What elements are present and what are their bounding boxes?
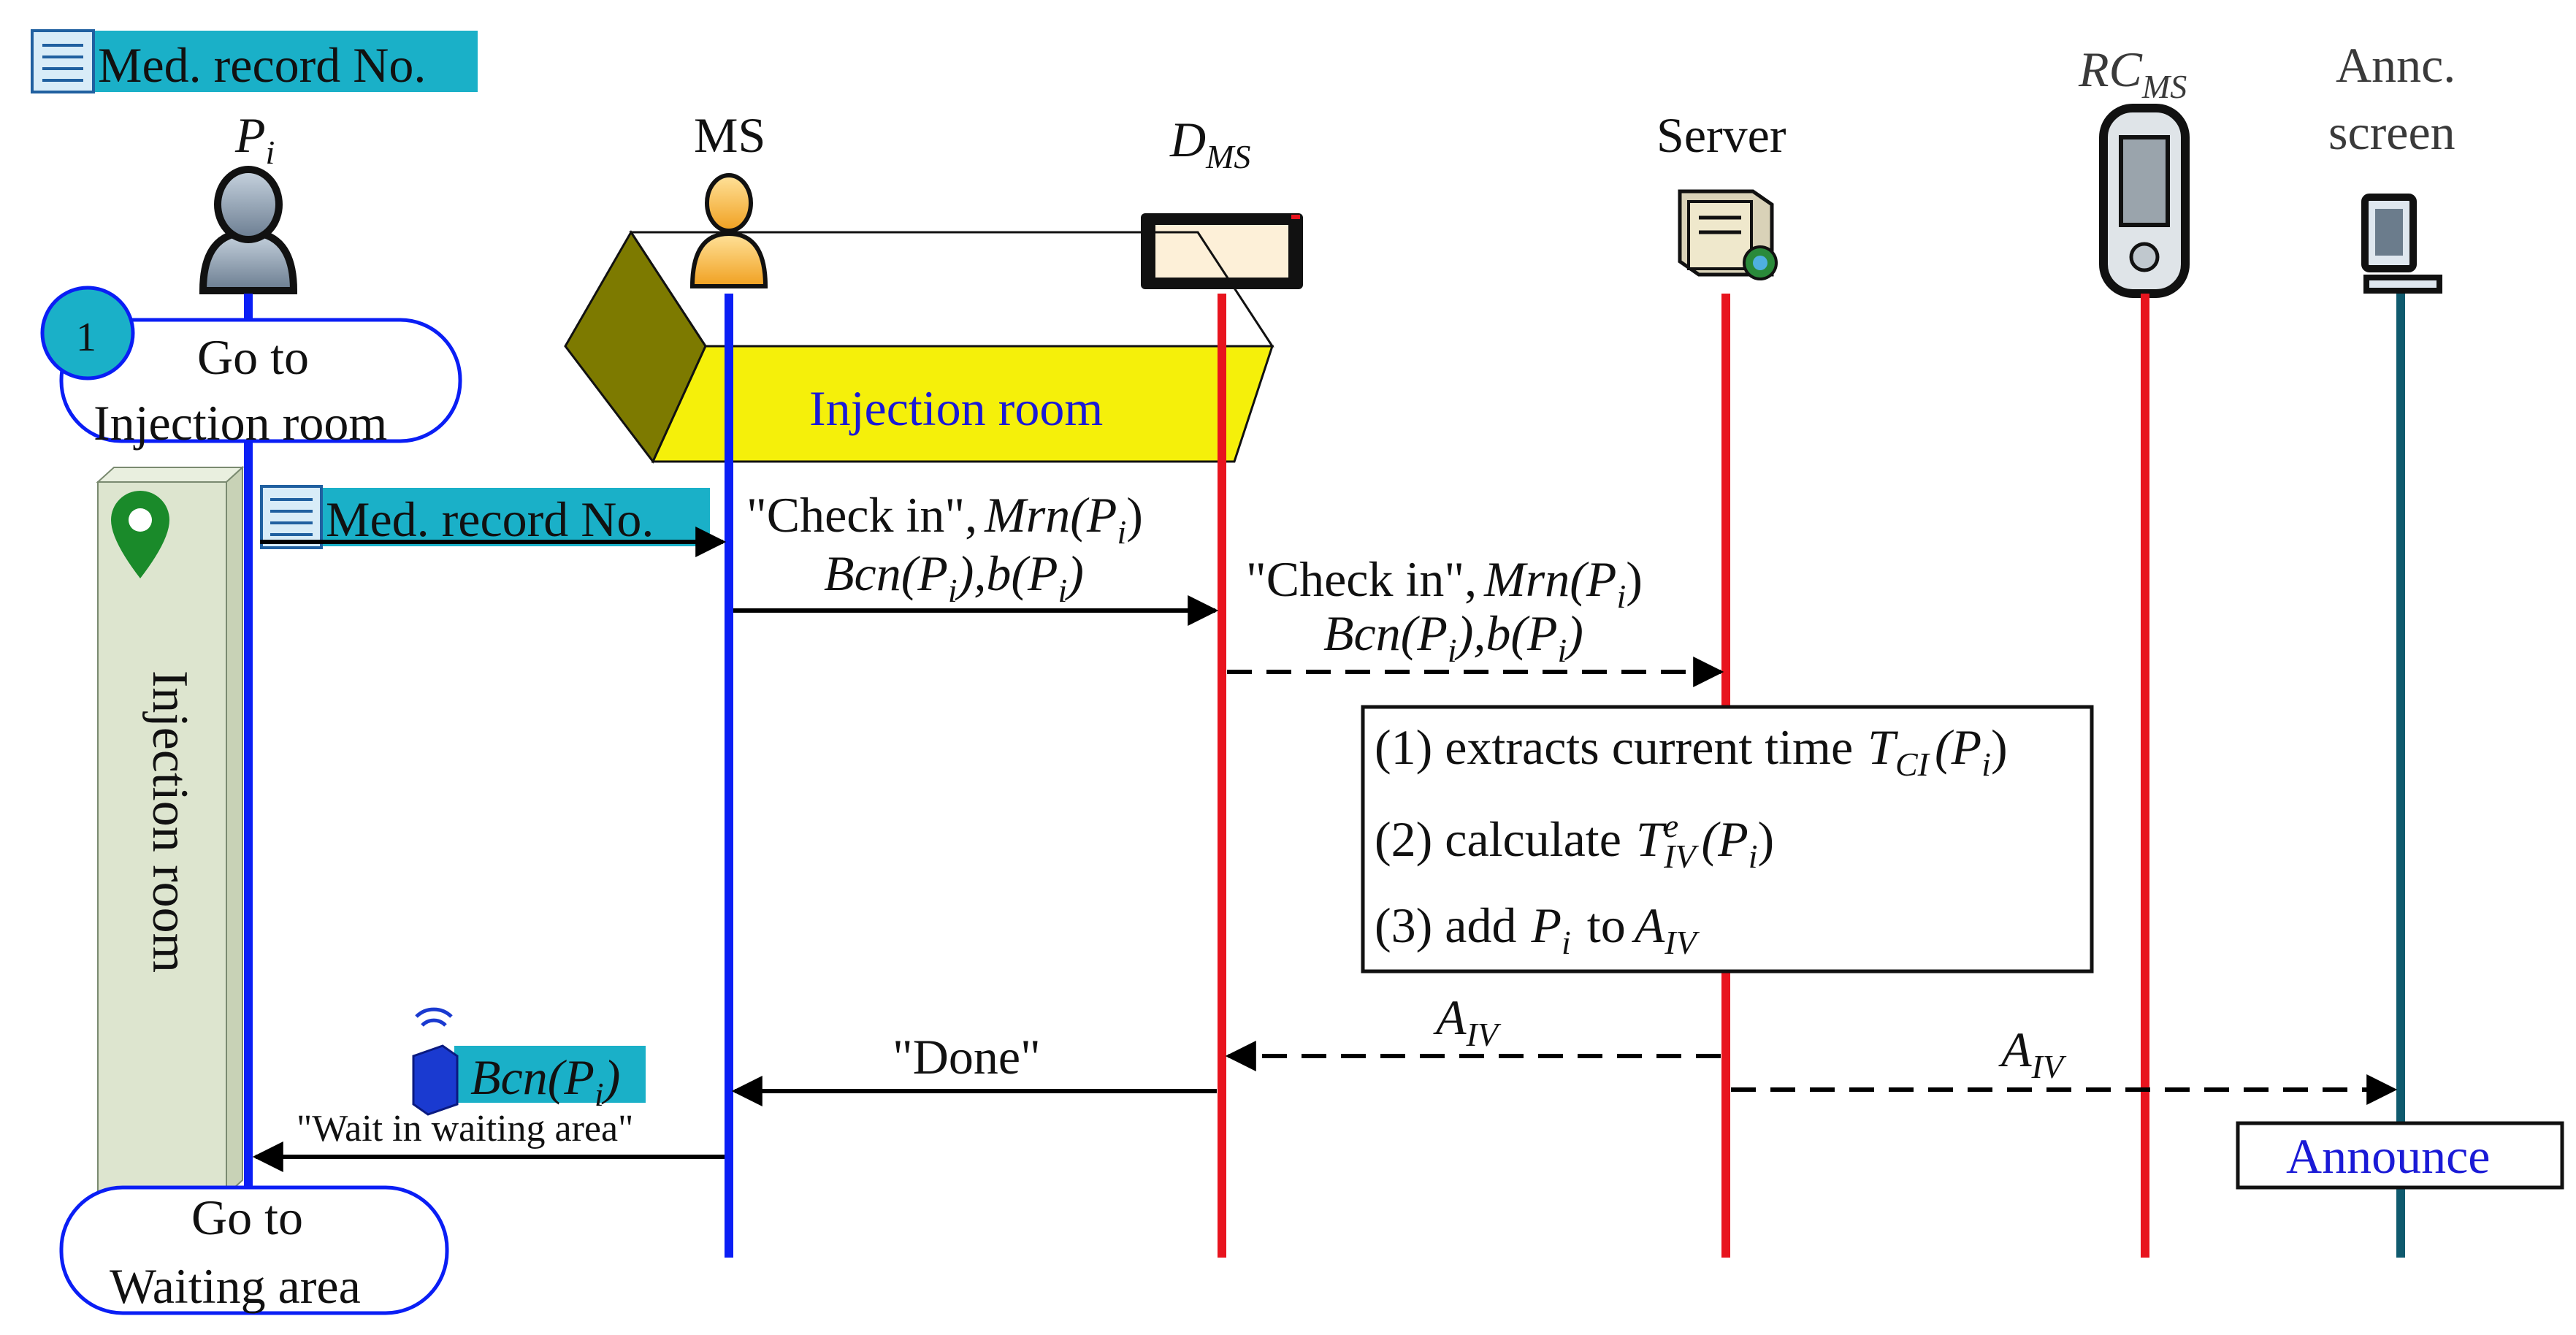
- location-pin-icon: [111, 491, 169, 578]
- actor-dms-label: DMS: [1169, 112, 1250, 175]
- checkin-message-2: "Check in",Mrn(Pi) Bcn(Pi),b(Pi): [1227, 551, 1724, 687]
- actor-annc-label-1: Annc.: [2336, 37, 2455, 93]
- aiv-label-1: AIV: [1433, 990, 1502, 1053]
- beacon-tag-bg: [454, 1046, 646, 1103]
- beacon-tag-text: Bcn(Pi): [470, 1049, 620, 1113]
- record-tag-bg: [32, 31, 478, 92]
- side-injection-room: Injection room: [96, 465, 245, 1197]
- document-icon-2: [260, 485, 323, 549]
- actor-rcms-label: RCMS: [2078, 42, 2187, 105]
- checkin2-line2: Bcn(Pi),b(Pi): [1323, 605, 1583, 669]
- record-tag-top: Med. record No.: [31, 29, 478, 93]
- checkin1-line1: "Check in",Mrn(Pi): [746, 487, 1143, 551]
- record-tag-message: Med. record No.: [260, 485, 727, 557]
- monitor-icon: [2361, 194, 2442, 294]
- announce-box: Announce: [2236, 1121, 2564, 1190]
- go-injection-line2: Injection room: [93, 395, 387, 451]
- handheld-icon: [2099, 104, 2190, 298]
- record-tag2-text: Med. record No.: [326, 491, 654, 547]
- beacon-tag: Bcn(Pi): [412, 1007, 646, 1116]
- step-badge: 1: [40, 286, 135, 380]
- done-message: "Done": [731, 1029, 1217, 1106]
- actor-patient-label: Pi: [234, 107, 275, 171]
- tablet-icon: [1141, 213, 1303, 289]
- top-room-label: Injection room: [809, 380, 1103, 436]
- server-icon: [1678, 189, 1778, 280]
- checkin-message-1: "Check in",Mrn(Pi) Bcn(Pi),b(Pi): [733, 487, 1219, 626]
- go-injection-line1: Go to: [197, 329, 309, 385]
- beacon-icon: [412, 1007, 459, 1116]
- go-waiting-action: Go to Waiting area: [59, 1185, 449, 1315]
- checkin1-line2: Bcn(Pi),b(Pi): [824, 546, 1084, 609]
- go-injection-action: Go to Injection room: [59, 318, 462, 451]
- aiv-label-2: AIV: [1998, 1022, 2067, 1085]
- record-tag-text: Med. record No.: [98, 37, 426, 93]
- go-waiting-line2: Waiting area: [110, 1258, 361, 1314]
- medical-staff-icon: [689, 173, 768, 288]
- document-icon: [31, 29, 95, 93]
- wait-label: "Wait in waiting area": [297, 1108, 633, 1150]
- side-room-label: Injection room: [142, 670, 198, 973]
- actor-server-label: Server: [1656, 107, 1786, 163]
- aiv-message-to-screen: AIV: [1731, 1022, 2398, 1105]
- person-icon: [199, 166, 298, 294]
- actor-ms-label: MS: [694, 107, 765, 163]
- step-badge-number: 1: [76, 315, 96, 360]
- wait-message: "Wait in waiting area": [252, 1108, 725, 1172]
- done-label: "Done": [893, 1029, 1041, 1085]
- announce-label: Announce: [2286, 1128, 2490, 1184]
- record-tag2-bg: [260, 488, 710, 546]
- go-waiting-line1: Go to: [191, 1190, 303, 1245]
- aiv-message-to-dms: AIV: [1225, 990, 1721, 1071]
- top-injection-room: Injection room: [564, 230, 1274, 464]
- checkin2-line1: "Check in",Mrn(Pi): [1246, 551, 1643, 615]
- actor-annc-label-2: screen: [2328, 104, 2455, 160]
